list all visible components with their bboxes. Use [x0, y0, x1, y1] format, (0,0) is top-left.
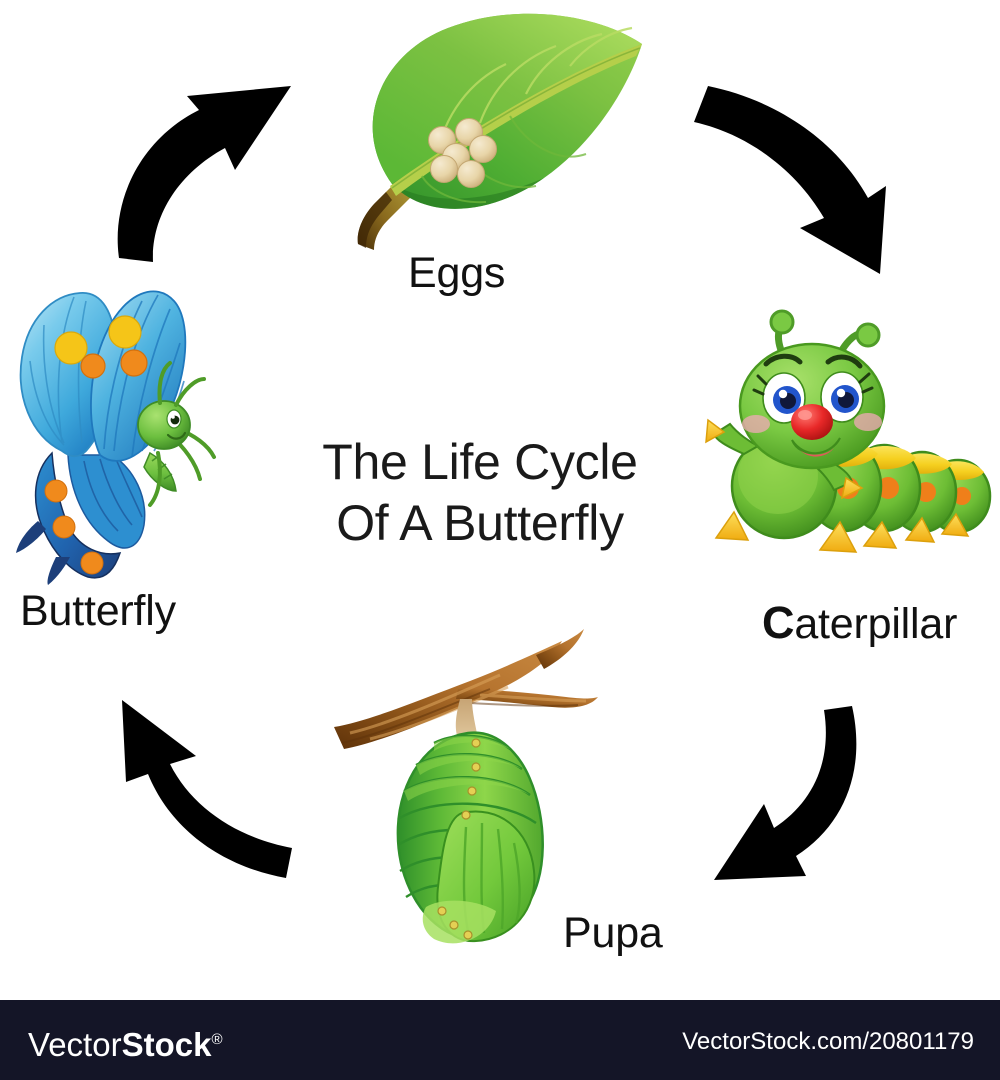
cycle-diagram-stage: Eggs: [8, 8, 1000, 957]
arrow-butterfly-to-eggs: [117, 86, 291, 262]
arrow-caterpillar-to-pupa: [714, 706, 857, 880]
body-segments: [805, 439, 992, 534]
stage-label-caterpillar: Caterpillar: [762, 600, 957, 646]
silk-attachment: [455, 699, 478, 739]
egg-cluster: [428, 118, 497, 188]
logo-word-stock: Stock: [121, 1026, 212, 1063]
chrysalis: [396, 731, 544, 944]
cycle-node-eggs[interactable]: [330, 8, 670, 308]
registered-mark-icon: ®: [211, 1031, 223, 1048]
arrow-eggs-to-caterpillar: [694, 86, 886, 274]
title-line-2: Of A Butterfly: [336, 495, 624, 551]
title-line-1: The Life Cycle: [322, 434, 638, 490]
cycle-node-butterfly[interactable]: [8, 285, 268, 585]
butterfly-icon: [16, 290, 216, 585]
cycle-node-caterpillar[interactable]: [700, 300, 1000, 600]
stage-label-pupa: Pupa: [563, 909, 663, 957]
watermark-footer: VectorStock® VectorStock.com/20801179: [0, 1000, 1000, 1080]
pupa-on-branch-icon: [334, 629, 598, 944]
caterpillar-feet: [714, 510, 970, 553]
caterpillar-label-rest: aterpillar: [794, 600, 958, 648]
branch: [334, 629, 598, 749]
logo-word-vector: Vector: [28, 1026, 122, 1063]
arrow-pupa-to-butterfly: [122, 700, 292, 878]
stage-label-eggs: Eggs: [408, 249, 506, 297]
leaf-with-eggs-icon: [357, 13, 642, 250]
caterpillar-icon: [705, 309, 992, 553]
spiracle-dots: [437, 738, 481, 940]
stage-label-butterfly: Butterfly: [20, 587, 176, 635]
caterpillar-eyes: [752, 371, 874, 424]
vectorstock-url: VectorStock.com/20801179: [682, 1028, 974, 1055]
page-title: The Life Cycle Of A Butterfly: [280, 432, 680, 554]
caterpillar-label-initial: C: [762, 597, 795, 648]
cycle-node-pupa[interactable]: [330, 615, 670, 955]
vectorstock-logo: VectorStock®: [28, 1020, 223, 1065]
